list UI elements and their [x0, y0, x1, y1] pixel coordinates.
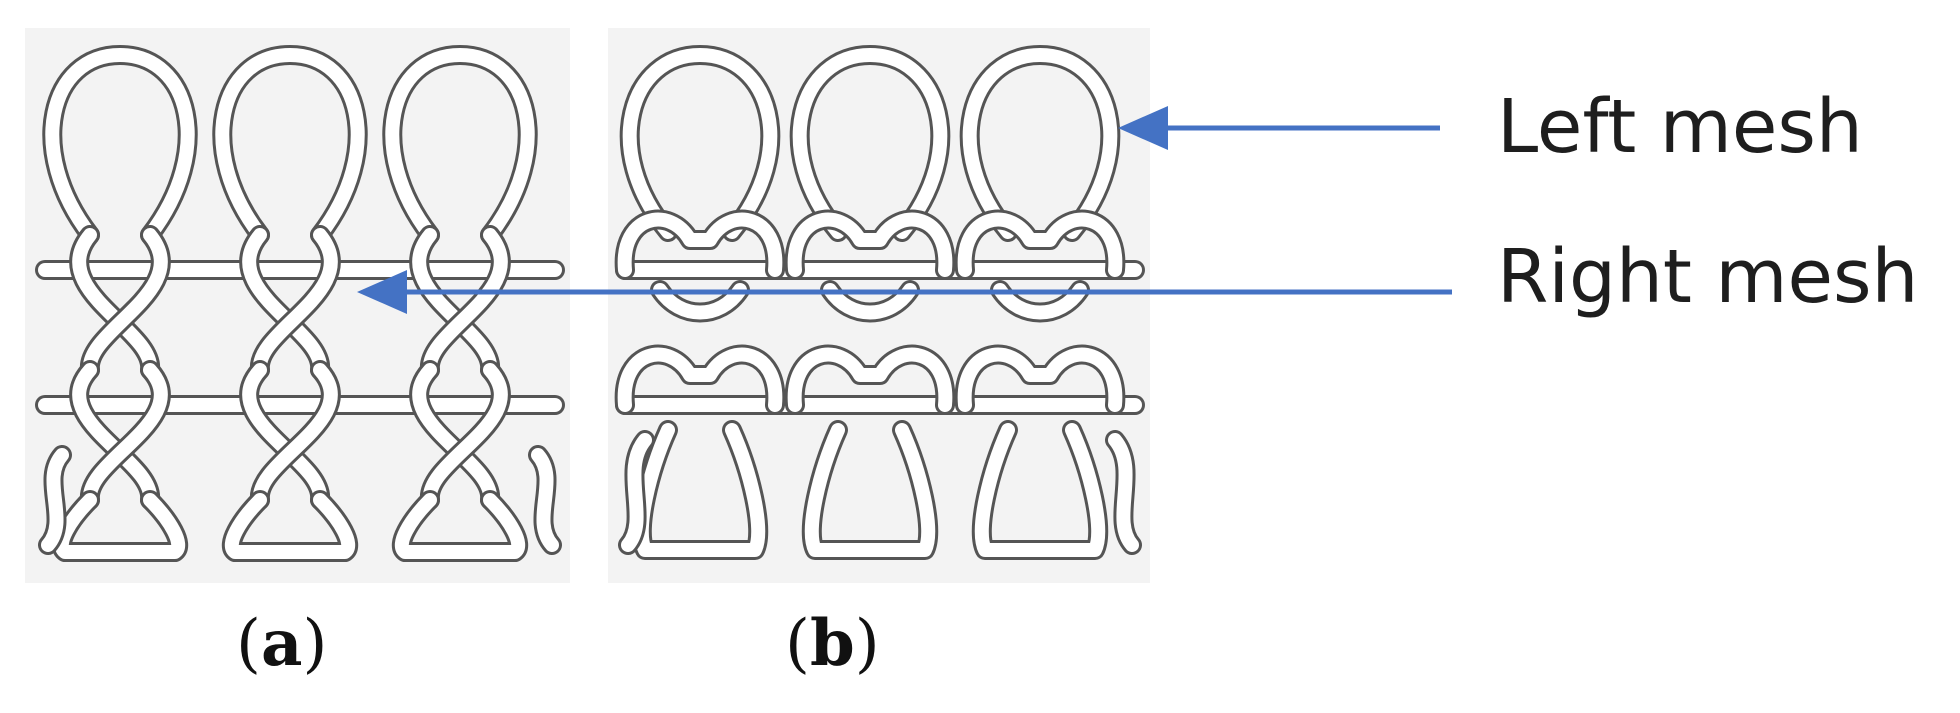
top-loop [619, 45, 781, 242]
panel-a-letter: a [260, 606, 303, 681]
arrows [357, 106, 1452, 314]
wale-yarn [250, 360, 341, 510]
link-arch [784, 344, 956, 415]
link-arch [614, 209, 786, 280]
top-loop [42, 45, 198, 245]
wale-yarn [69, 225, 161, 380]
panel-a-label: (a) [236, 606, 328, 681]
bottom-loop [221, 490, 359, 562]
panel-a-knit-structure [35, 45, 565, 562]
edge-yarn [618, 430, 655, 555]
wale-yarn [409, 225, 501, 380]
edge-yarn [528, 445, 562, 555]
wale-yarn [409, 360, 500, 510]
panel-b-label: (b) [785, 606, 880, 681]
right-mesh-arrow [357, 270, 1452, 314]
bottom-loop [801, 420, 939, 560]
bottom-loop [51, 490, 189, 562]
wale-yarn [239, 360, 330, 510]
edge-yarn [38, 445, 72, 555]
wale-yarn [239, 225, 331, 380]
panel-b-knit-structure [614, 45, 1145, 560]
link-arch [954, 344, 1126, 415]
wale-yarn [990, 280, 1090, 323]
wale-yarn [650, 280, 750, 323]
link-arch [784, 209, 956, 280]
wale-yarn [420, 360, 511, 510]
wale-yarn [69, 360, 160, 510]
wale-yarn [80, 360, 171, 510]
edge-yarn [1105, 430, 1142, 555]
top-loop [212, 45, 368, 245]
bottom-loop [391, 490, 529, 562]
bottom-loop [631, 420, 769, 560]
top-loop [959, 45, 1121, 242]
panel-b-letter: b [809, 606, 855, 681]
wale-yarn [249, 225, 341, 380]
top-loop [789, 45, 951, 242]
bottom-loop [971, 420, 1109, 560]
link-arch [954, 209, 1126, 280]
top-loop [382, 45, 538, 245]
wale-yarn [79, 225, 171, 380]
link-arch [614, 344, 786, 415]
wale-yarn [419, 225, 511, 380]
left-mesh-arrow [1118, 106, 1440, 150]
wale-yarn [820, 280, 920, 323]
right-mesh-label: Right mesh [1497, 234, 1919, 320]
left-mesh-label: Left mesh [1497, 84, 1863, 170]
